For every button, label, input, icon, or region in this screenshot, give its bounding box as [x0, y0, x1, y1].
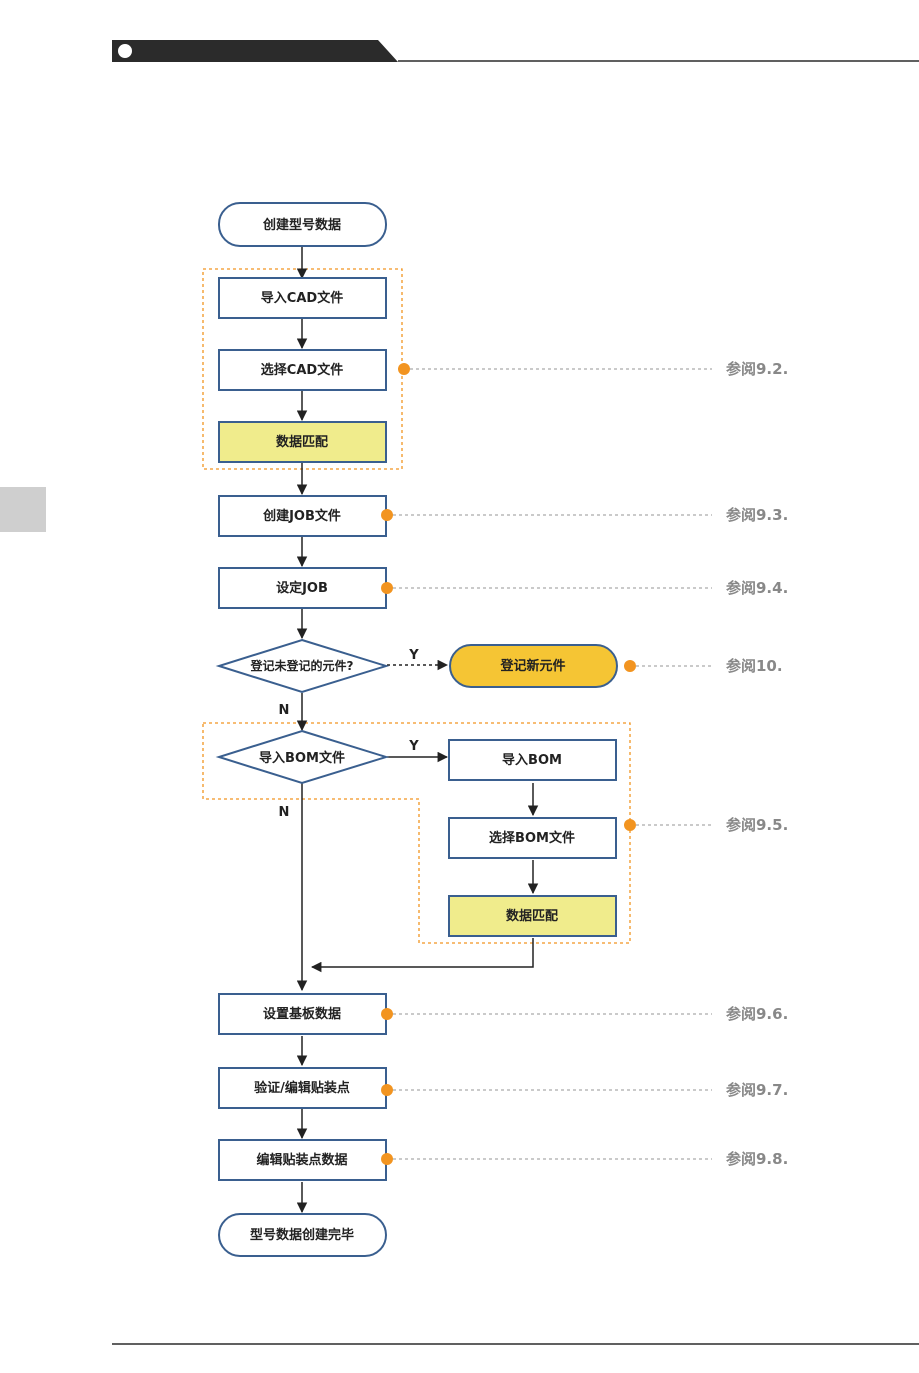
header-circle-icon	[117, 43, 133, 59]
svg-text:登记新元件: 登记新元件	[499, 658, 565, 674]
node-set-job: 设定JOB	[219, 568, 386, 608]
ref-dot-icon	[381, 1153, 393, 1165]
svg-text:登记未登记的元件?: 登记未登记的元件?	[250, 658, 354, 673]
edge-label-no-register: N	[279, 703, 290, 718]
edge-label-yes-register: Y	[408, 648, 419, 663]
svg-text:导入BOM文件: 导入BOM文件	[259, 750, 345, 766]
node-register-new: 登记新元件	[450, 645, 617, 687]
svg-text:导入BOM: 导入BOM	[502, 753, 562, 768]
svg-text:设置基板数据: 设置基板数据	[263, 1006, 341, 1022]
node-data-match-1: 数据匹配	[219, 422, 386, 462]
ref-label-10: 参阅10.	[726, 657, 783, 675]
ref-label-9-3: 参阅9.3.	[726, 506, 788, 524]
node-set-board: 设置基板数据	[219, 994, 386, 1034]
svg-text:导入CAD文件: 导入CAD文件	[261, 290, 343, 306]
ref-dot-icon	[381, 1008, 393, 1020]
node-verify-edit: 验证/编辑贴装点	[219, 1068, 386, 1108]
svg-text:数据匹配: 数据匹配	[276, 434, 328, 450]
edge-label-no-bom: N	[279, 805, 290, 820]
node-data-match-2: 数据匹配	[449, 896, 616, 936]
svg-text:数据匹配: 数据匹配	[506, 908, 558, 924]
ref-dot-icon	[381, 1084, 393, 1096]
ref-dot-icon	[624, 819, 636, 831]
node-end: 型号数据创建完毕	[219, 1214, 386, 1256]
svg-text:编辑贴装点数据: 编辑贴装点数据	[256, 1152, 347, 1168]
ref-label-9-6: 参阅9.6.	[726, 1005, 788, 1023]
ref-label-9-7: 参阅9.7.	[726, 1081, 788, 1099]
ref-dot-icon	[381, 509, 393, 521]
node-select-cad: 选择CAD文件	[219, 350, 386, 390]
ref-label-9-2: 参阅9.2.	[726, 360, 788, 378]
svg-text:创建JOB文件: 创建JOB文件	[262, 508, 341, 524]
decision-bom: 导入BOM文件	[219, 731, 386, 783]
ref-dot-icon	[398, 363, 410, 375]
node-select-bom: 选择BOM文件	[449, 818, 616, 858]
svg-text:创建型号数据: 创建型号数据	[262, 217, 341, 233]
node-import-bom: 导入BOM	[449, 740, 616, 780]
ref-label-9-5: 参阅9.5.	[726, 816, 788, 834]
svg-text:选择BOM文件: 选择BOM文件	[489, 830, 575, 846]
edge-label-yes-bom: Y	[408, 739, 419, 754]
svg-text:设定JOB: 设定JOB	[276, 580, 328, 596]
decision-register: 登记未登记的元件?	[219, 640, 386, 692]
ref-label-9-4: 参阅9.4.	[726, 579, 788, 597]
node-start: 创建型号数据	[219, 203, 386, 246]
header-bar	[112, 40, 919, 62]
node-edit-data: 编辑贴装点数据	[219, 1140, 386, 1180]
svg-text:选择CAD文件: 选择CAD文件	[261, 362, 343, 378]
svg-text:验证/编辑贴装点: 验证/编辑贴装点	[254, 1080, 350, 1096]
svg-text:型号数据创建完毕: 型号数据创建完毕	[250, 1227, 354, 1243]
ref-dot-icon	[381, 582, 393, 594]
side-tab	[0, 487, 46, 532]
node-create-job: 创建JOB文件	[219, 496, 386, 536]
ref-dot-icon	[624, 660, 636, 672]
node-import-cad: 导入CAD文件	[219, 278, 386, 318]
ref-label-9-8: 参阅9.8.	[726, 1150, 788, 1168]
